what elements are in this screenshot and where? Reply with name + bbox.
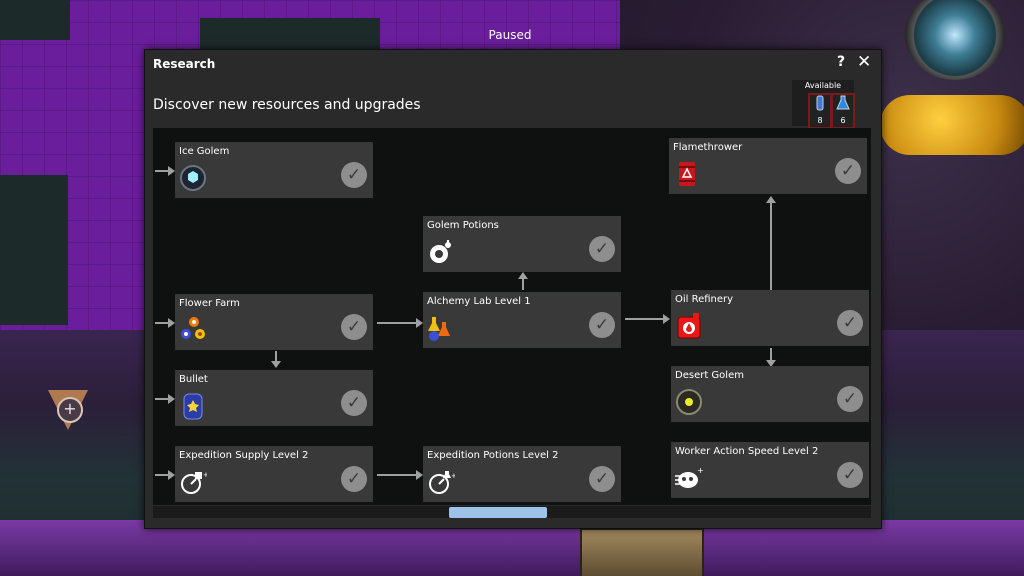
flamethrower-icon (672, 159, 702, 189)
research-node-oil-refinery[interactable]: Oil Refinery ✓ (671, 290, 869, 346)
connector (770, 348, 772, 360)
node-name: Flower Farm (179, 298, 240, 309)
connector (155, 322, 169, 324)
purple-floor (0, 520, 1024, 576)
resource-slot: 8 (808, 93, 832, 129)
horizontal-scrollbar[interactable] (153, 506, 871, 518)
available-resources: Available 8 6 (792, 80, 855, 129)
research-node-golem-potions[interactable]: Golem Potions ✓ (423, 216, 621, 272)
node-name: Flamethrower (673, 142, 743, 153)
dark-tile (0, 0, 70, 40)
arrow-right-icon (168, 318, 175, 328)
paused-label: Paused (488, 28, 532, 42)
node-name: Expedition Potions Level 2 (427, 450, 559, 461)
research-node-expedition-supply[interactable]: Expedition Supply Level 2 + ✓ (175, 446, 373, 502)
connector (377, 322, 417, 324)
node-name: Bullet (179, 374, 208, 385)
ice-golem-icon (178, 163, 208, 193)
svg-text:+: + (451, 472, 455, 480)
completed-check-icon: ✓ (341, 390, 367, 416)
arrow-down-icon (271, 361, 281, 368)
research-node-ice-golem[interactable]: Ice Golem ✓ (175, 142, 373, 198)
arrow-right-icon (416, 318, 423, 328)
research-node-expedition-potions[interactable]: Expedition Potions Level 2 + ✓ (423, 446, 621, 502)
plus-icon[interactable]: + (57, 397, 83, 423)
completed-check-icon: ✓ (837, 310, 863, 336)
research-node-flamethrower[interactable]: Flamethrower ✓ (669, 138, 867, 194)
arrow-right-icon (168, 470, 175, 480)
completed-check-icon: ✓ (589, 236, 615, 262)
connector (625, 318, 663, 320)
connector (155, 170, 169, 172)
svg-text:+: + (697, 466, 704, 475)
worker-speed-icon: + (674, 463, 704, 493)
machine-orb (905, 0, 1005, 80)
arrow-right-icon (168, 394, 175, 404)
completed-check-icon: ✓ (835, 158, 861, 184)
node-name: Alchemy Lab Level 1 (427, 296, 531, 307)
oil-icon (674, 311, 704, 341)
research-node-flower-farm[interactable]: Flower Farm ✓ (175, 294, 373, 350)
arrow-up-icon (518, 272, 528, 279)
completed-check-icon: ✓ (837, 386, 863, 412)
resource-count: 8 (817, 116, 823, 125)
blue-flask-icon (810, 95, 830, 116)
node-name: Golem Potions (427, 220, 499, 231)
resource-count: 6 (840, 116, 846, 125)
arrow-down-icon (766, 360, 776, 367)
node-name: Oil Refinery (675, 294, 734, 305)
arrow-right-icon (416, 470, 423, 480)
completed-check-icon: ✓ (589, 466, 615, 492)
round-flask-icon (833, 95, 853, 116)
dark-tile (200, 18, 380, 50)
research-node-worker-speed[interactable]: Worker Action Speed Level 2 + ✓ (671, 442, 869, 498)
panel-subtitle: Discover new resources and upgrades (153, 97, 421, 113)
desert-golem-icon (674, 387, 704, 417)
research-panel: Research ? ✕ Discover new resources and … (144, 49, 882, 529)
bullet-icon (178, 391, 208, 421)
arrow-right-icon (663, 314, 670, 324)
node-name: Desert Golem (675, 370, 744, 381)
research-node-alchemy-lab[interactable]: Alchemy Lab Level 1 ✓ (423, 292, 621, 348)
arrow-right-icon (168, 166, 175, 176)
expedition-potions-icon: + (426, 467, 456, 497)
node-name: Expedition Supply Level 2 (179, 450, 309, 461)
available-label: Available (804, 81, 842, 90)
node-name: Worker Action Speed Level 2 (675, 446, 819, 457)
help-button[interactable]: ? (837, 54, 846, 70)
research-tree[interactable]: Ice Golem ✓ Flower Farm ✓ Bullet ✓ Exped… (153, 128, 871, 505)
arrow-up-icon (766, 196, 776, 203)
gold-pile (880, 95, 1024, 155)
resource-slot: 6 (831, 93, 855, 129)
completed-check-icon: ✓ (589, 312, 615, 338)
scrollbar-thumb[interactable] (449, 507, 547, 518)
node-name: Ice Golem (179, 146, 230, 157)
completed-check-icon: ✓ (837, 462, 863, 488)
completed-check-icon: ✓ (341, 466, 367, 492)
connector (155, 474, 169, 476)
completed-check-icon: ✓ (341, 314, 367, 340)
connector (155, 398, 169, 400)
alchemy-lab-icon (426, 313, 456, 343)
dark-tile (0, 175, 68, 325)
machine-base (580, 528, 704, 576)
golem-potions-icon (426, 237, 456, 267)
completed-check-icon: ✓ (341, 162, 367, 188)
flower-icon (178, 315, 208, 345)
svg-text:+: + (203, 471, 207, 479)
research-node-bullet[interactable]: Bullet ✓ (175, 370, 373, 426)
connector (770, 202, 772, 290)
connector (377, 474, 417, 476)
research-node-desert-golem[interactable]: Desert Golem ✓ (671, 366, 869, 422)
expedition-supply-icon: + (178, 467, 208, 497)
close-button[interactable]: ✕ (857, 52, 872, 72)
connector (522, 278, 524, 290)
connector (275, 351, 277, 361)
panel-title: Research (153, 57, 216, 71)
